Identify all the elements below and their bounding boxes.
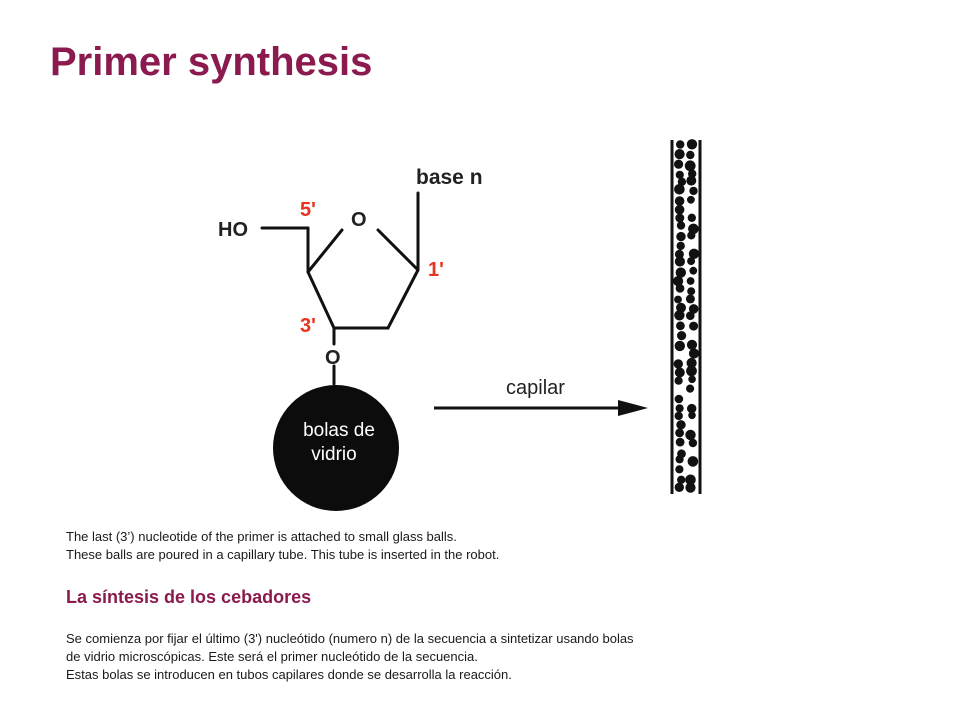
capillary-bead [685, 294, 695, 304]
five-prime-label: 5' [300, 199, 316, 221]
capillary-tube [670, 139, 702, 494]
capillary-bead [687, 257, 696, 266]
capillary-bead [676, 231, 686, 242]
capillary-bead [674, 411, 683, 421]
capillary-bead [677, 475, 686, 484]
ho-label: HO [218, 219, 248, 241]
capillary-bead [686, 365, 697, 377]
arrow-head-icon [618, 400, 648, 416]
capillary-bead [687, 403, 697, 414]
capillary-bead [674, 376, 683, 385]
capillary-bead [686, 357, 697, 369]
ring-oxygen-label: O [351, 209, 367, 231]
glass-bead [273, 385, 399, 511]
capillary-bead [686, 150, 695, 160]
capillary-beads [673, 139, 700, 493]
capillary-bead [675, 437, 685, 447]
capillary-bead [685, 429, 696, 441]
capillary-bead [686, 339, 698, 350]
spanish-line-3: Estas bolas se introducen en tubos capil… [66, 667, 512, 682]
bead-label-line2: vidrio [311, 444, 356, 465]
capillary-bead [674, 367, 685, 378]
capillary-bead [684, 160, 696, 172]
capillary-bead [688, 348, 700, 359]
capillary-bead [686, 384, 695, 393]
capillary-bead [674, 256, 686, 267]
capillary-bead [674, 204, 685, 215]
capillary-bead [687, 287, 696, 296]
capillary-bead [688, 411, 696, 420]
capillary-bead [674, 159, 684, 169]
capillary-bead [689, 186, 698, 196]
capillary-bead [674, 394, 684, 404]
capillary-bead [687, 195, 695, 204]
capillary-bead [676, 221, 686, 230]
one-prime-label: 1' [428, 259, 444, 281]
capillary-bead [675, 267, 686, 278]
capillary-bead [674, 340, 685, 352]
capillary-bead [676, 420, 686, 430]
capillary-bead [685, 482, 696, 493]
capillary-bead [686, 175, 697, 186]
three-prime-label: 3' [300, 315, 316, 337]
capillary-bead [687, 213, 696, 222]
capillary-bead [677, 177, 687, 186]
base-n-label: base n [416, 166, 483, 189]
capillary-bead [688, 438, 698, 448]
capillary-bead [676, 140, 685, 149]
caption-line-1: The last (3’) nucleotide of the primer i… [66, 529, 457, 544]
spanish-description: Se comienza por fijar el último (3') nuc… [66, 630, 886, 684]
sugar-ring [306, 228, 420, 330]
capillary-bead [689, 321, 699, 331]
capillary-bead [688, 248, 700, 259]
capillary-bead [674, 482, 684, 492]
capillary-bead [674, 295, 682, 304]
capillary-bead [676, 241, 685, 251]
caption-line-2: These balls are poured in a capillary tu… [66, 547, 500, 562]
capillary-bead [675, 404, 684, 413]
capillary-bead [675, 465, 684, 474]
capillary-bead [676, 321, 685, 331]
spanish-line-2: de vidrio microscópicas. Este será el pr… [66, 649, 478, 664]
capillary-bead [674, 249, 684, 259]
capillary-bead [675, 170, 684, 179]
capillary-bead [675, 455, 684, 464]
spanish-subtitle: La síntesis de los cebadores [66, 587, 312, 607]
spanish-line-1: Se comienza por fijar el último (3') nuc… [66, 631, 634, 646]
bead-label-line1: bolas de [303, 420, 375, 441]
capillary-bead [685, 474, 696, 486]
capillary-bead [689, 266, 698, 275]
link-oxygen-label: O [325, 347, 341, 369]
capillary-bead [674, 184, 685, 195]
capillary-bead [674, 310, 685, 321]
capillary-bead [687, 456, 699, 467]
capillary-bead [673, 359, 683, 369]
arrow-label: capilar [506, 377, 565, 399]
capillary-bead [675, 213, 685, 223]
capillary-bead [677, 331, 687, 341]
capillary-bead [686, 139, 698, 150]
capillary-bead [674, 149, 685, 160]
capillary-bead [687, 231, 696, 240]
english-caption: The last (3’) nucleotide of the primer i… [66, 528, 866, 564]
capillary-bead [675, 428, 684, 438]
page-title: Primer synthesis [50, 40, 373, 84]
primer-diagram: base n HO 5' O 1' 3' O bolas de vidrio c… [218, 139, 702, 511]
capillary-bead [688, 375, 696, 384]
bonds [260, 191, 420, 386]
capillary-bead [673, 276, 684, 287]
capillary-bead [675, 283, 685, 293]
capillary-bead [688, 304, 699, 314]
capillary-bead [674, 196, 685, 206]
capillary-bead [686, 277, 695, 285]
capillary-bead [686, 311, 695, 321]
